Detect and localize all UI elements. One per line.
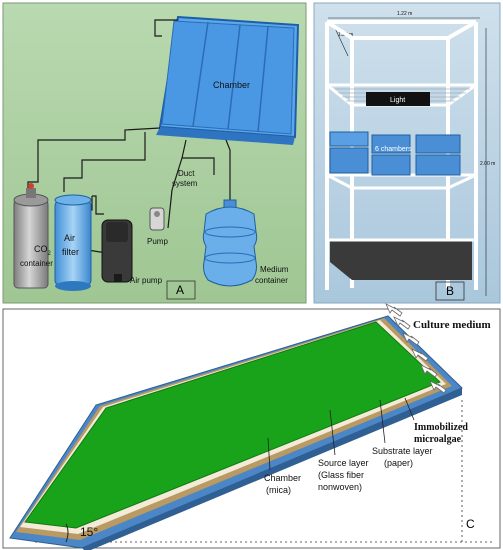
panel-a: Chamber CO2 container Air [2, 2, 307, 304]
leader-lines [267, 397, 415, 471]
bottom-shelf [330, 240, 472, 280]
air-pump [101, 219, 133, 283]
air-filter-label: Air [64, 233, 75, 243]
dimension-lines [328, 17, 487, 296]
panel-c: Culture medium Immobilized microalgae Su… [2, 303, 501, 550]
source-label: Source layer [318, 458, 369, 468]
angle-label: 15° [80, 525, 98, 539]
medium-label: Medium [260, 265, 289, 274]
culture-medium-arrows [385, 303, 447, 394]
panel-b-tag-box [435, 281, 465, 301]
angle-arc [65, 523, 69, 543]
substrate-label: Substrate layer [372, 446, 433, 456]
chamber-mica-label-line2: (mica) [266, 485, 291, 495]
panel-b-tag: B [446, 284, 454, 298]
panel-b: 1.22 m 1.22 m 2.00 m Lig [313, 2, 501, 304]
air-filter [54, 194, 92, 291]
light-label: Light [390, 97, 405, 104]
medium-label-line2: container [255, 276, 288, 285]
panel-a-tag-box [166, 280, 196, 300]
chamber-grid [329, 131, 461, 176]
immobilized-label: Immobilized [414, 422, 468, 433]
dim-width-label: 1.22 m [397, 11, 412, 17]
culture-medium-label: Culture medium [413, 319, 491, 331]
substrate-label-line2: (paper) [384, 458, 413, 468]
light-panel [366, 92, 430, 106]
tubing [27, 19, 231, 253]
pump-label: Pump [147, 237, 168, 246]
chambers-label: 6 chambers [375, 146, 412, 153]
source-label-line2: (Glass fiber [318, 470, 364, 480]
panel-c-tag: C [466, 517, 475, 531]
duct-label: Duct [178, 169, 195, 178]
chamber-tray [156, 15, 300, 145]
co2-label: CO2 [34, 244, 52, 257]
air-filter-label-line2: filter [62, 247, 79, 257]
duct-label-line2: system [172, 179, 198, 188]
chamber-label: Chamber [213, 80, 250, 90]
pump [149, 207, 165, 231]
immobilized-label-line2: microalgae [414, 434, 462, 445]
chamber-mica-label: Chamber [264, 473, 301, 483]
source-label-line3: nonwoven) [318, 482, 362, 492]
medium-container [202, 199, 258, 287]
co2-container [13, 183, 49, 289]
dim-height-label: 2.00 m [480, 161, 495, 167]
air-pump-label: Air pump [130, 276, 163, 285]
panel-a-tag: A [176, 283, 184, 297]
co2-label-line2: container [20, 259, 53, 268]
